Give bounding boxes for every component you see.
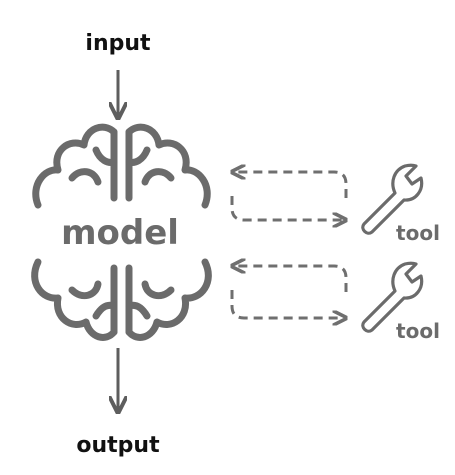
tool-label-bottom: tool (396, 319, 440, 343)
brain-icon (31, 123, 212, 341)
model-label: model (61, 213, 179, 253)
tool-call-loop-bottom (230, 266, 348, 318)
tool-label-top: tool (396, 221, 440, 245)
tool-call-loop-top (230, 172, 348, 220)
wrench-icon (361, 261, 424, 333)
input-label: input (85, 31, 151, 56)
output-label: output (76, 433, 160, 458)
wrench-icon (361, 163, 424, 235)
